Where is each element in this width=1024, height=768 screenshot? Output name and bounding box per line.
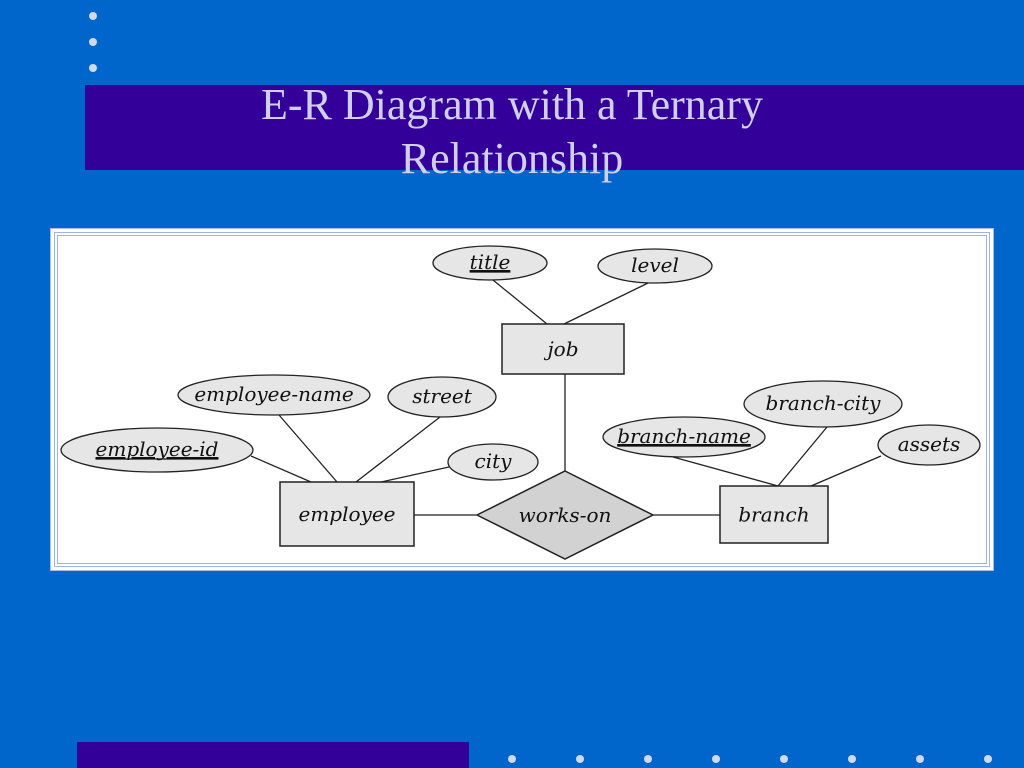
entity-job-label: job bbox=[543, 337, 578, 361]
entity-employee-box bbox=[279, 481, 415, 547]
slide-title-line-1: E-R Diagram with a Ternary bbox=[261, 80, 763, 129]
attribute-title-ellipse bbox=[432, 245, 548, 281]
dot bbox=[89, 64, 97, 72]
dot bbox=[89, 12, 97, 20]
attribute-branch-city-ellipse bbox=[743, 380, 903, 428]
decorative-dots-top bbox=[89, 12, 99, 90]
connector-city bbox=[380, 466, 450, 483]
connector-assets bbox=[810, 455, 882, 487]
attribute-employee-id-label: employee-id bbox=[96, 437, 219, 461]
connector-branch-city bbox=[777, 426, 828, 487]
attribute-level-ellipse bbox=[597, 248, 713, 284]
relationship-works-on-diamond bbox=[475, 470, 655, 560]
attribute-assets-label: assets bbox=[898, 432, 961, 456]
dot bbox=[576, 755, 584, 763]
entity-branch-label: branch bbox=[738, 503, 809, 527]
attribute-employee-id-ellipse bbox=[60, 427, 254, 473]
er-diagram: works-on job employee branch title level emplo… bbox=[60, 245, 981, 560]
attribute-assets-ellipse bbox=[877, 424, 981, 466]
attribute-city-ellipse bbox=[447, 443, 539, 481]
slide-title: E-R Diagram with a Ternary Relationship bbox=[150, 78, 874, 186]
dot bbox=[916, 755, 924, 763]
connector-branch-name bbox=[672, 456, 779, 487]
connector-employee-id bbox=[250, 455, 312, 483]
attribute-city-label: city bbox=[475, 449, 513, 473]
attribute-title-label: title bbox=[470, 250, 511, 274]
connector-street bbox=[355, 416, 441, 483]
dot bbox=[848, 755, 856, 763]
attribute-employee-name-ellipse bbox=[177, 374, 371, 416]
slide-title-line-2: Relationship bbox=[400, 134, 624, 183]
relationship-works-on-label: works-on bbox=[519, 503, 612, 527]
connector-title bbox=[492, 279, 548, 325]
dot bbox=[508, 755, 516, 763]
attribute-street-ellipse bbox=[387, 376, 497, 418]
attribute-branch-city-label: branch-city bbox=[766, 391, 882, 415]
bottom-band bbox=[77, 742, 469, 768]
attribute-level-label: level bbox=[631, 253, 679, 277]
entity-branch-box bbox=[719, 485, 829, 544]
dot bbox=[984, 755, 992, 763]
dot bbox=[89, 38, 97, 46]
entity-employee-label: employee bbox=[298, 502, 395, 526]
connector-level bbox=[563, 282, 649, 325]
dot bbox=[780, 755, 788, 763]
attribute-street-label: street bbox=[412, 384, 473, 408]
connector-employee-name bbox=[278, 414, 338, 483]
attribute-employee-name-label: employee-name bbox=[194, 382, 353, 406]
dot bbox=[712, 755, 720, 763]
decorative-dots-bottom bbox=[508, 755, 1008, 765]
title-band bbox=[85, 85, 1024, 170]
entity-job-box bbox=[501, 323, 625, 375]
attribute-branch-name-label: branch-name bbox=[617, 424, 751, 448]
dot bbox=[644, 755, 652, 763]
attribute-branch-name-ellipse bbox=[602, 416, 766, 458]
er-diagram-frame: works-on job employee branch title level emplo… bbox=[50, 228, 994, 571]
